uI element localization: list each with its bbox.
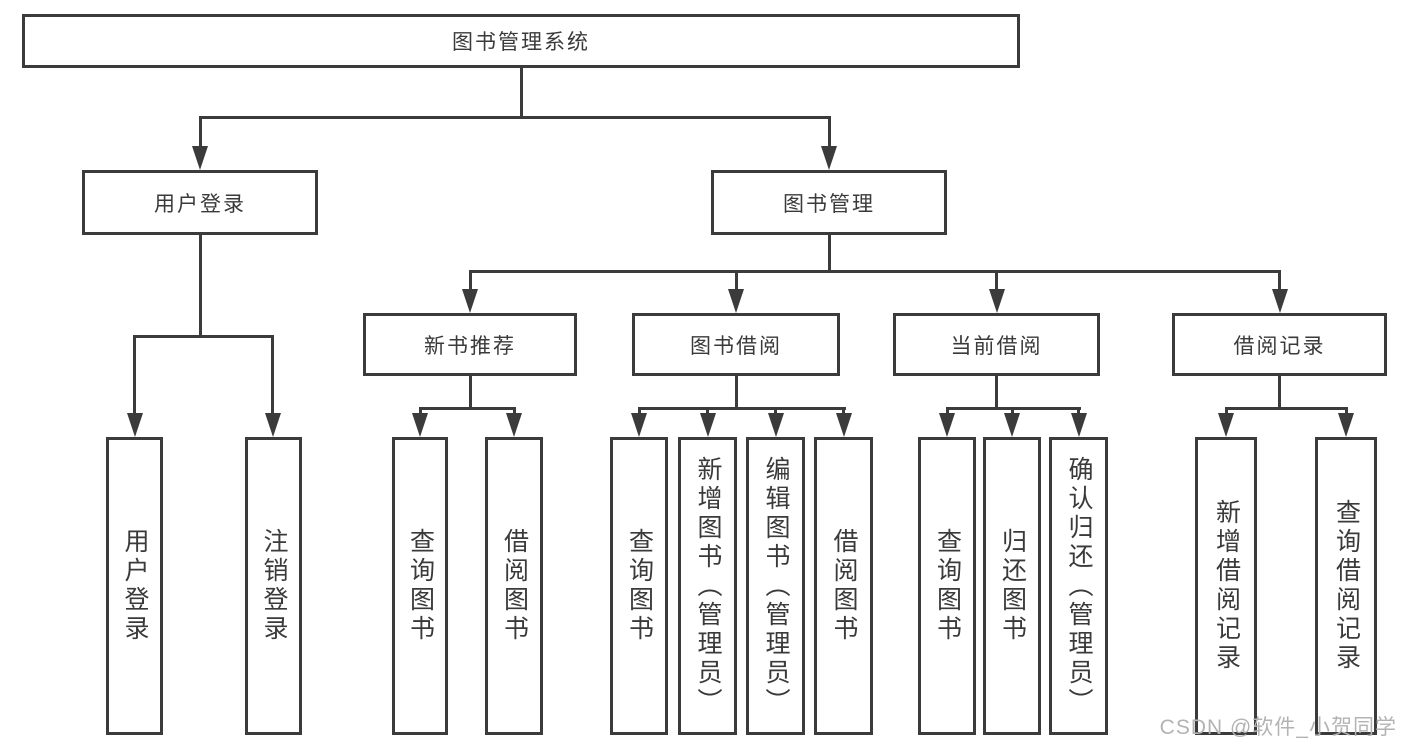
node-library-management-system: 图书管理系统 [22,14,1020,68]
leaf-label: 注销登录 [260,528,288,644]
connector-line [1344,406,1348,419]
leaf-query-books-recommend: 查询图书 [392,437,448,735]
connector-line [1224,406,1228,419]
leaf-borrow-books-borrowing: 借阅图书 [814,437,873,735]
node-label: 图书借阅 [690,334,782,358]
connector-line [198,235,202,338]
node-borrowing-records: 借阅记录 [1172,313,1387,376]
connector-line [468,269,1281,273]
leaf-label: 查询图书 [406,528,435,644]
leaf-label: 用户登录 [121,528,149,644]
csdn-watermark: CSDN @软件_小贺同学 [1159,716,1397,739]
leaf-label: 查询图书 [625,528,654,644]
connector-line [637,406,641,419]
arrowhead-down-icon [1070,413,1087,437]
arrowhead-down-icon [835,413,852,437]
leaf-add-books-admin: 新增图书（管理员） [678,437,737,735]
node-label: 借阅记录 [1233,334,1326,358]
arrowhead-down-icon [767,413,784,437]
node-label: 图书管理 [783,192,875,216]
node-user-login: 用户登录 [82,170,318,235]
leaf-label: 编辑图书（管理员） [762,455,790,717]
arrowhead-down-icon [126,413,143,437]
leaf-return-books: 归还图书 [983,437,1041,735]
arrowhead-down-icon [462,289,478,313]
leaf-user-login: 用户登录 [106,437,163,735]
arrowhead-down-icon [1218,413,1234,437]
connector-line [995,376,998,410]
connector-line [734,269,738,294]
connector-line [519,68,523,119]
arrowhead-down-icon [699,413,716,437]
arrowhead-down-icon [1338,413,1354,437]
node-book-management: 图书管理 [711,170,947,235]
connector-line [995,269,998,294]
leaf-query-books-borrowing: 查询图书 [610,437,668,735]
connector-line [468,269,472,294]
leaf-label: 查询借阅记录 [1332,499,1361,673]
leaf-borrow-books-recommend: 借阅图书 [485,437,543,735]
node-new-book-recommendation: 新书推荐 [363,313,577,376]
arrowhead-down-icon [1004,413,1020,437]
connector-line [468,376,472,410]
arrowhead-down-icon [506,413,522,437]
leaf-logout: 注销登录 [245,437,302,735]
arrowhead-down-icon [192,146,208,170]
leaf-label: 借阅图书 [830,528,858,644]
arrowhead-down-icon [728,289,744,313]
connector-line [774,406,777,419]
leaf-label: 归还图书 [998,528,1027,644]
node-label: 当前借阅 [950,334,1043,358]
node-label: 新书推荐 [424,334,516,358]
node-current-borrowing: 当前借阅 [893,313,1100,376]
connector-line [418,406,516,410]
connector-line [706,406,709,419]
connector-line [418,406,422,419]
leaf-add-borrow-record: 新增借阅记录 [1195,437,1257,735]
connector-line [1278,376,1281,410]
arrowhead-down-icon [1271,289,1288,313]
connector-line [637,406,846,410]
connector-line [1077,406,1080,419]
arrowhead-down-icon [412,413,428,437]
connector-line [512,406,516,419]
arrowhead-down-icon [264,413,281,437]
connector-line [827,115,831,150]
connector-line [945,406,949,419]
connector-line [198,115,831,119]
leaf-label: 新增图书（管理员） [694,455,722,717]
leaf-query-borrow-record: 查询借阅记录 [1315,437,1377,735]
connector-line [133,334,274,338]
node-book-borrowing: 图书借阅 [632,313,840,376]
leaf-edit-books-admin: 编辑图书（管理员） [746,437,805,735]
connector-line [198,115,202,150]
arrowhead-down-icon [939,413,955,437]
leaf-label: 新增借阅记录 [1212,499,1241,673]
connector-line [1224,406,1348,410]
connector-line [1010,406,1014,419]
connector-line [734,376,738,410]
leaf-confirm-return-admin: 确认归还（管理员） [1049,437,1108,735]
arrowhead-down-icon [821,146,837,170]
arrowhead-down-icon [631,413,647,437]
leaf-label: 确认归还（管理员） [1065,455,1093,717]
leaf-label: 查询图书 [933,528,962,644]
connector-line [133,334,136,417]
leaf-query-books-current: 查询图书 [918,437,976,735]
node-label: 图书管理系统 [452,31,590,54]
connector-line [271,334,274,417]
connector-line [827,235,831,273]
connector-line [842,406,845,419]
arrowhead-down-icon [988,289,1005,313]
connector-line [1278,269,1281,294]
node-label: 用户登录 [154,192,246,216]
leaf-label: 借阅图书 [500,528,529,644]
